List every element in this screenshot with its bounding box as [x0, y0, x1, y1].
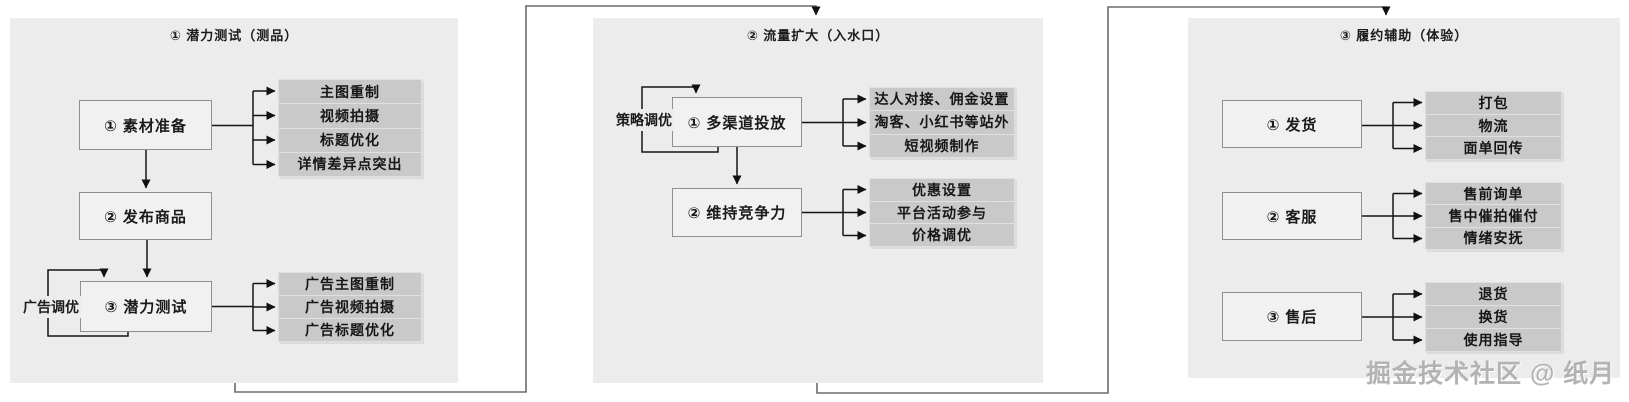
leaf-item: 价格调优: [869, 223, 1015, 248]
leaf-item: 情绪安抚: [1425, 226, 1562, 250]
leaf-stack-competitive: 优惠设置 平台活动参与 价格调优: [869, 178, 1015, 248]
panel-2-title: ② 流量扩大（入水口）: [746, 28, 890, 43]
step-box-competitiveness: ② 维持竞争力: [672, 188, 802, 237]
step-box-aftersales: ③ 售后: [1222, 292, 1362, 341]
step-box-shipping: ① 发货: [1222, 100, 1362, 148]
leaf-stack-service: 售前询单 售中催拍催付 情绪安抚: [1425, 182, 1562, 250]
watermark-text: 掘金技术社区 @ 纸月: [1366, 360, 1616, 388]
step-box-multichannel: ① 多渠道投放: [672, 97, 802, 147]
loop-label-ad-tuning: 广告调优: [21, 296, 81, 318]
panel-1-title: ① 潜力测试（测品）: [169, 28, 299, 43]
step-box-customer-service: ② 客服: [1222, 192, 1362, 240]
leaf-stack-channels: 达人对接、佣金设置 淘客、小红书等站外 短视频制作: [869, 87, 1015, 158]
leaf-item: 广告主图重制: [278, 272, 422, 296]
panel-3-title: ③ 履约辅助（体验）: [1339, 28, 1469, 43]
leaf-item: 主图重制: [278, 79, 422, 105]
leaf-item: 广告视频拍摄: [278, 295, 422, 319]
step-box-publish-product: ② 发布商品: [79, 192, 212, 240]
leaf-item: 物流: [1425, 113, 1562, 138]
leaf-stack-ad-material: 广告主图重制 广告视频拍摄 广告标题优化: [278, 272, 422, 342]
leaf-item: 面单回传: [1425, 136, 1562, 161]
leaf-stack-aftersales: 退货 换货 使用指导: [1425, 282, 1562, 352]
leaf-item: 平台活动参与: [869, 200, 1015, 225]
leaf-item: 详情差异点突出: [278, 151, 422, 177]
loop-label-strategy-tuning: 策略调优: [614, 109, 674, 131]
leaf-item: 换货: [1425, 305, 1562, 329]
leaf-item: 广告标题优化: [278, 318, 422, 342]
leaf-item: 淘客、小红书等站外: [869, 110, 1015, 135]
leaf-item: 售中催拍催付: [1425, 204, 1562, 228]
step-box-potential-test: ③ 潜力测试: [80, 281, 212, 332]
leaf-item: 售前询单: [1425, 182, 1562, 206]
leaf-stack-shipping: 打包 物流 面单回传: [1425, 91, 1562, 161]
leaf-item: 视频拍摄: [278, 103, 422, 129]
leaf-item: 短视频制作: [869, 133, 1015, 158]
leaf-item: 打包: [1425, 91, 1562, 115]
leaf-item: 退货: [1425, 282, 1562, 306]
leaf-item: 使用指导: [1425, 328, 1562, 352]
leaf-item: 优惠设置: [869, 178, 1015, 202]
leaf-item: 达人对接、佣金设置: [869, 87, 1015, 112]
leaf-stack-material: 主图重制 视频拍摄 标题优化 详情差异点突出: [278, 79, 422, 177]
step-box-material-prep: ① 素材准备: [79, 100, 212, 150]
leaf-item: 标题优化: [278, 127, 422, 153]
